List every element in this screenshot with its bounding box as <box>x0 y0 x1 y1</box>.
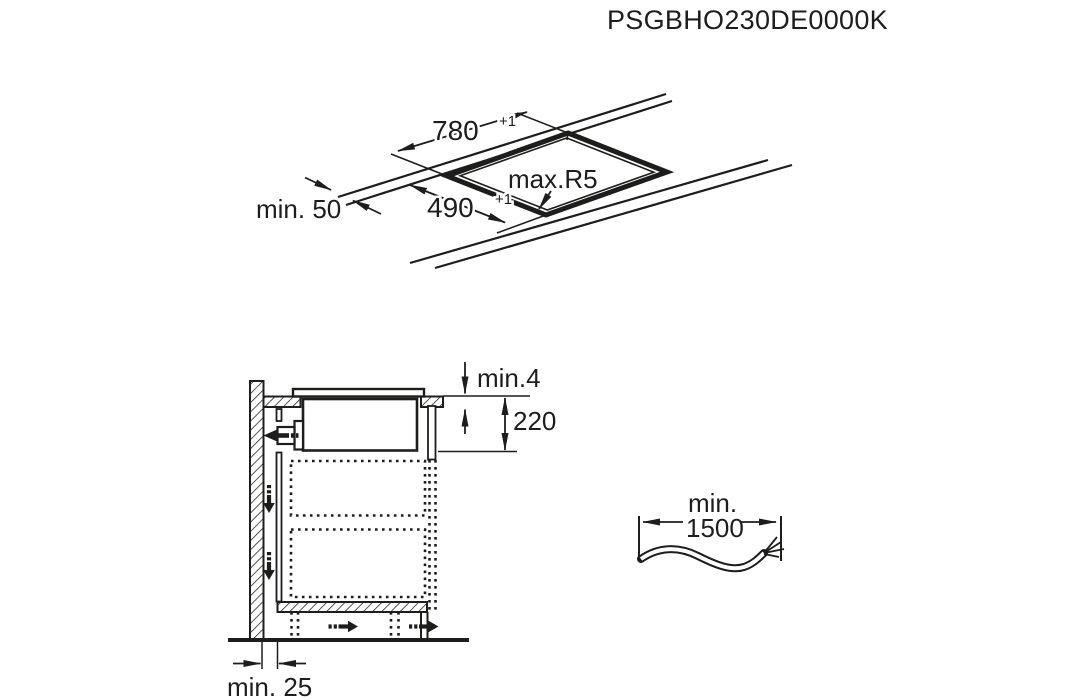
cable-diagram: min. 1500 <box>637 488 785 573</box>
cutout-width-value: 780 <box>432 115 479 146</box>
cable-length-value: 1500 <box>686 513 744 543</box>
drawer-outline-top <box>289 459 427 517</box>
cable-length-prefix: min. <box>688 488 737 518</box>
cutout-width-tolerance: +1 <box>499 113 516 130</box>
cutout-depth-value: 490 <box>427 192 474 223</box>
mains-cable-core <box>639 547 766 571</box>
worktop-front-edge-outer <box>409 158 769 265</box>
worktop-front-edge-inner <box>434 163 793 270</box>
airflow-down-arrow-icon <box>263 485 275 513</box>
installation-depth-label: 220 <box>513 406 556 436</box>
cabinet-back-panel <box>275 451 283 603</box>
edge-clearance-label: min. 50 <box>256 194 341 224</box>
corner-radius-label: max.R5 <box>508 164 598 194</box>
exhaust-arrow-icon <box>263 429 299 442</box>
product-code: PSGBHO230DE0000K <box>607 5 888 35</box>
airflow-down-arrow-icon <box>263 552 275 580</box>
section-diagram: min.4 220 min. 25 <box>227 362 556 700</box>
worktop-section-left <box>262 395 302 408</box>
duct-flange <box>293 419 305 451</box>
width-extension-line-left <box>390 153 448 177</box>
right-trim-panel <box>427 405 437 461</box>
drawer-outline-bottom <box>289 528 427 599</box>
cutout-diagram: 780 +1 490 +1 max.R5 min. 50 <box>256 92 793 270</box>
depth-dimension-line <box>409 184 506 224</box>
cutout-inner-edge <box>457 137 657 211</box>
surface-gap-label: min.4 <box>477 363 541 393</box>
cable-wire-ends-icon <box>763 536 785 558</box>
edge-clearance-arrow-lower <box>352 199 382 215</box>
worktop-rear-edge-outer <box>337 92 667 199</box>
corner-radius-arrow <box>538 190 552 210</box>
wall-section <box>249 380 265 641</box>
back-panel-stub <box>275 408 283 422</box>
width-extension-line-right <box>516 112 569 134</box>
cabinet-bottom-shelf <box>276 601 428 613</box>
airflow-right-arrow-icon <box>328 620 358 633</box>
hob-body <box>301 397 419 452</box>
cutout-corner-notch <box>566 132 569 141</box>
hob-glass <box>291 387 426 398</box>
edge-clearance-arrow-upper <box>304 176 332 191</box>
width-dimension-line <box>397 111 528 152</box>
airflow-right-arrow-icon <box>409 620 439 633</box>
depth-extension-line <box>496 214 547 234</box>
wall-clearance-label: min. 25 <box>227 672 312 700</box>
cutout-depth-tolerance: +1 <box>495 191 512 208</box>
